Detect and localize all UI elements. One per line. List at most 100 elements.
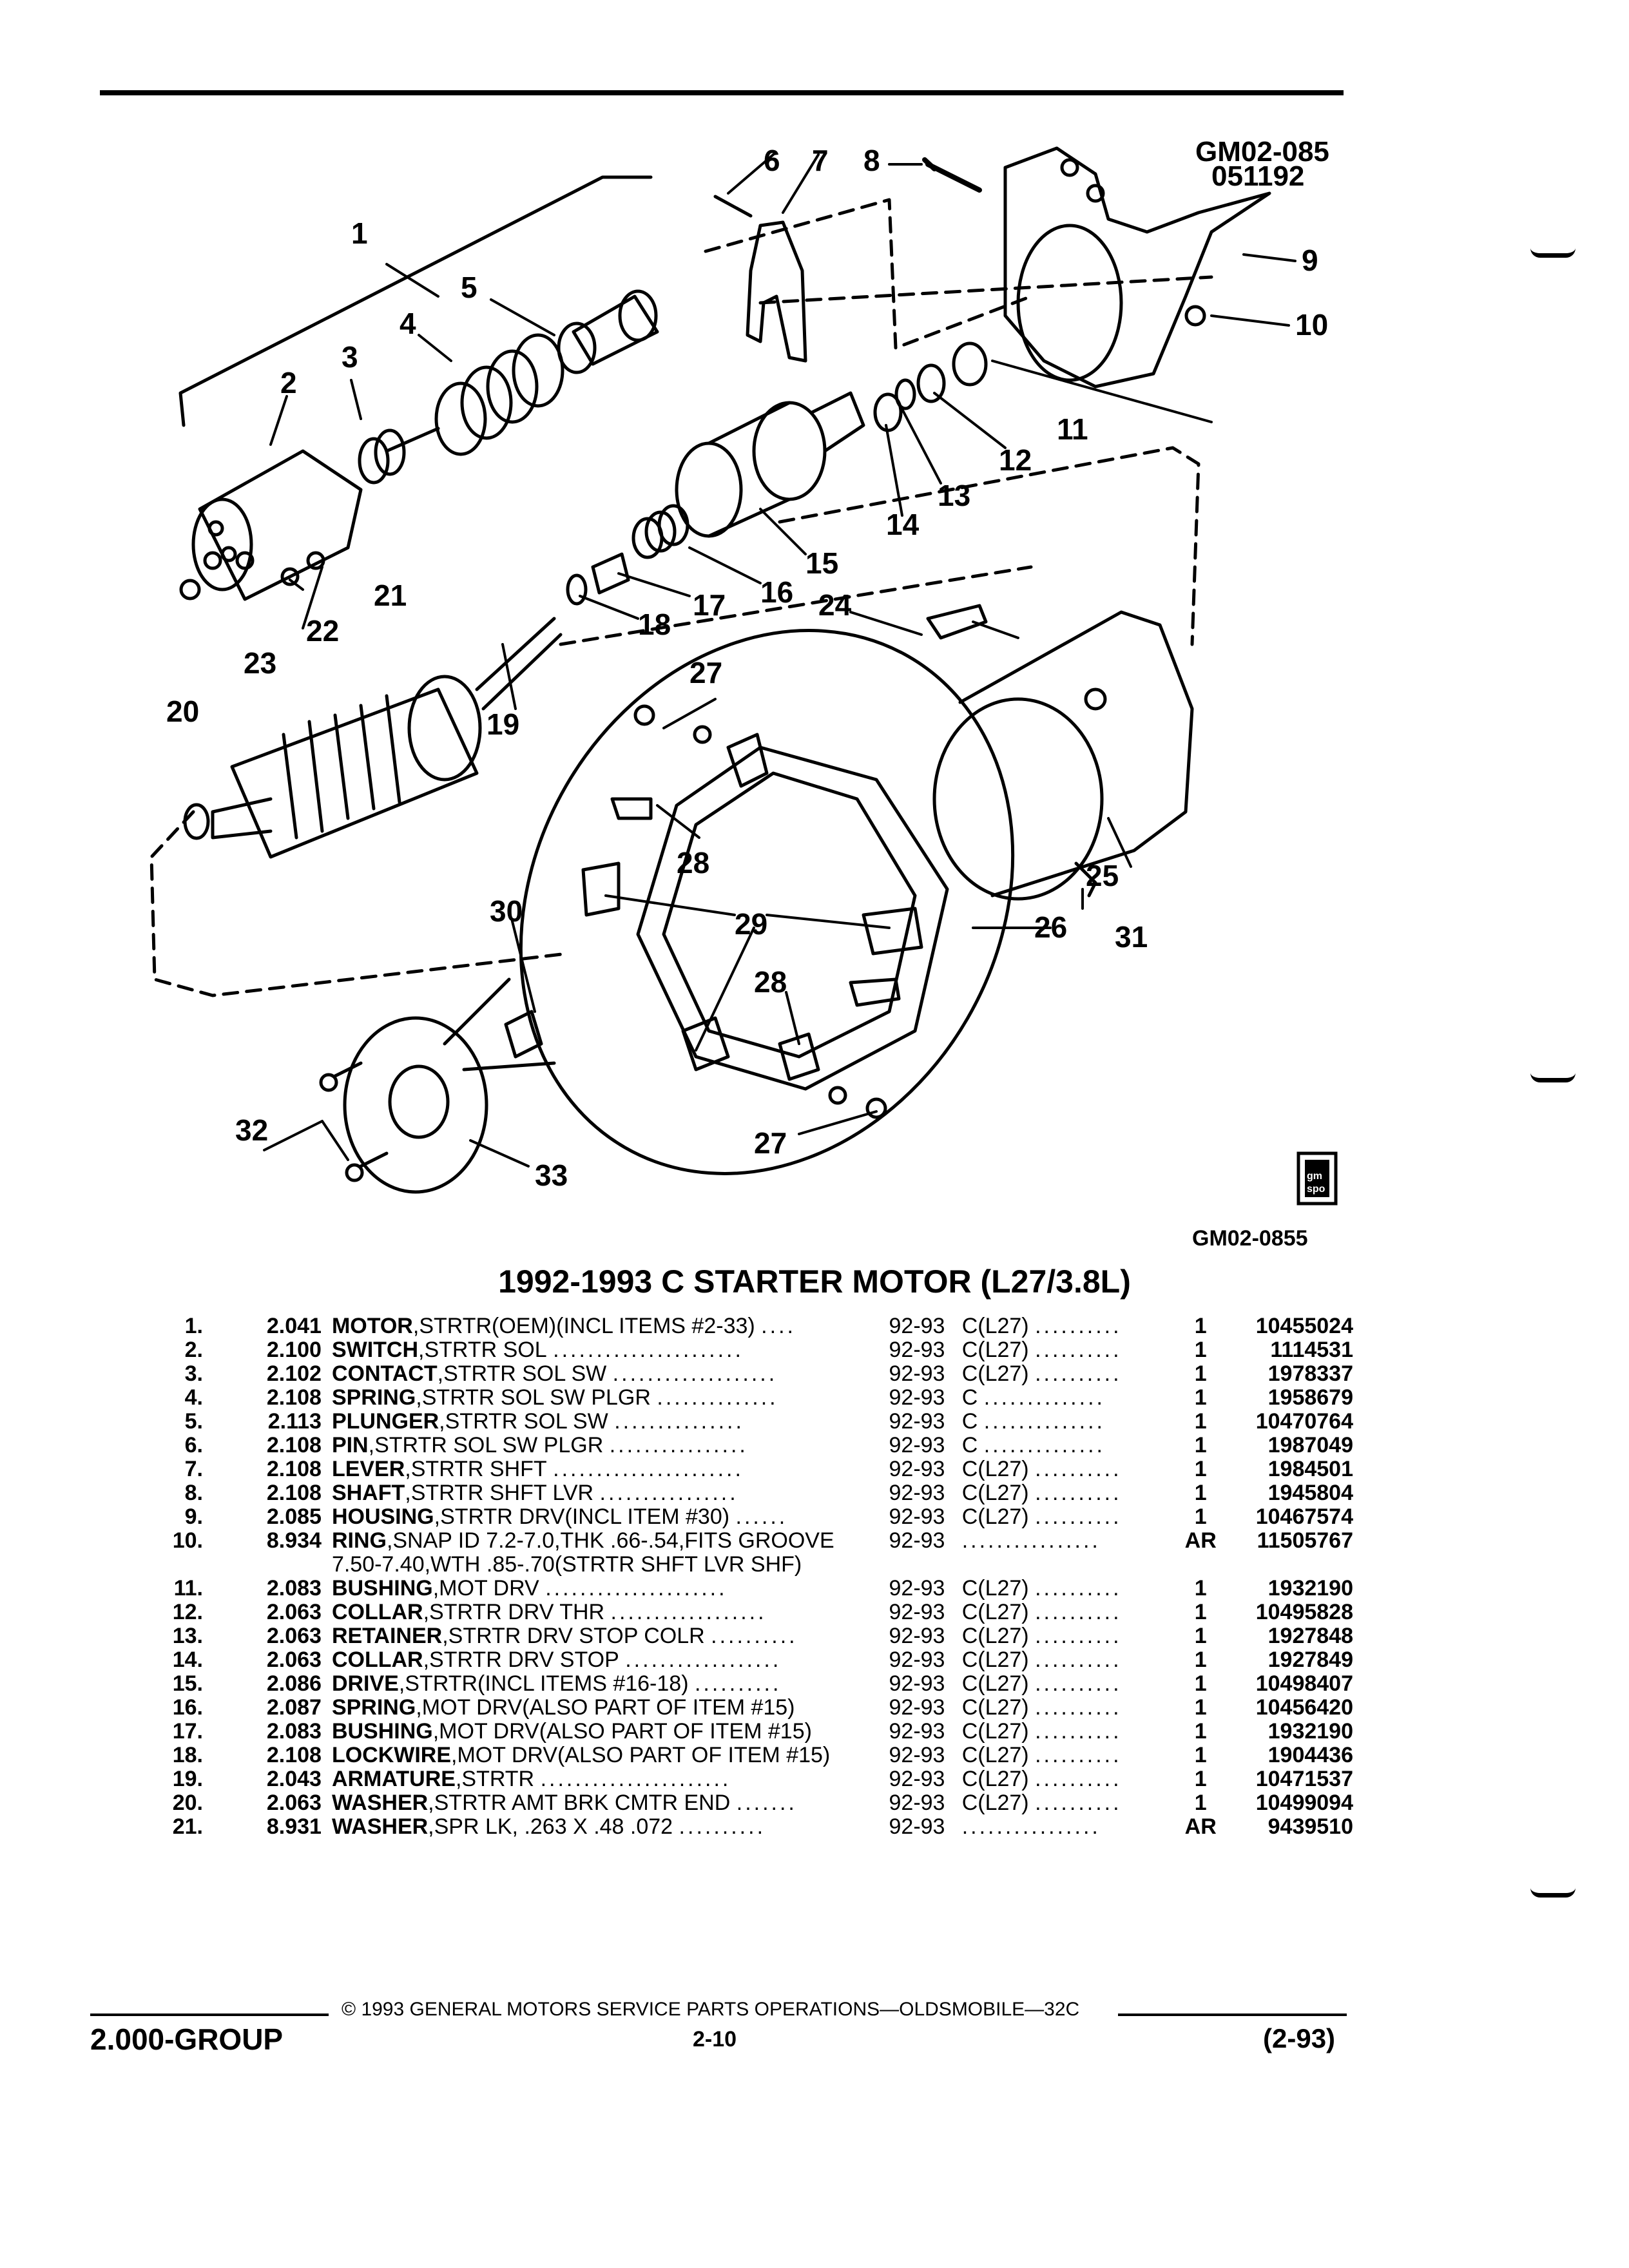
part-item-number: 19. [172,1767,203,1791]
callout-31: 31 [1115,920,1148,954]
leader-dots: ...................... [553,1338,744,1362]
part-model: C(L27) .......... [962,1600,1181,1624]
through-bolt-lower [359,1151,389,1168]
part-quantity: 1 [1194,1504,1207,1529]
part-item-number: 6. [184,1433,203,1457]
brush-clip-right [862,907,923,956]
part-model: C(L27) .......... [962,1672,1181,1696]
assembly-guide-top [178,175,653,427]
callout-28-lower: 28 [754,965,787,999]
part-desc-text: ,STRTR SOL [418,1338,547,1362]
leader-dots: ...................... [540,1767,731,1791]
part-model-text: C(L27) [961,1743,1029,1767]
part-quantity: 1 [1194,1385,1207,1410]
part-desc-text: ,STRTR SHFT LVR [405,1481,594,1505]
starter-drive-part [675,391,865,538]
callout-13: 13 [938,479,970,512]
footer-revision: (2-93) [1263,2023,1336,2053]
top-rule [100,90,1344,95]
part-description: SHAFT,STRTR SHFT LVR ................ [332,1481,889,1505]
part-item-number: 18. [172,1743,203,1767]
part-description: PLUNGER,STRTR SOL SW ............... [332,1410,889,1434]
part-model-text: C(L27) [961,1600,1029,1624]
part-group-code: 2.108 [266,1385,322,1410]
part-number: 1932190 [1268,1719,1353,1744]
commutator-end-frame-part [343,977,556,1194]
svg-text:gm: gm [1307,1171,1322,1182]
part-quantity: AR [1184,1528,1217,1553]
part-quantity: 1 [1194,1338,1207,1362]
part-quantity: 1 [1194,1576,1207,1600]
part-quantity: 1 [1194,1719,1207,1744]
part-number: 1978337 [1268,1361,1353,1386]
leader-dots: ................ [961,1814,1101,1839]
part-item-number: 3. [184,1361,203,1386]
assembly-guide-dash-3 [778,446,1200,646]
part-name: RING [331,1528,387,1553]
part-description: BUSHING,MOT DRV(ALSO PART OF ITEM #15) [332,1720,889,1744]
part-model: C(L27) .......... [962,1648,1181,1672]
part-number: 1945804 [1268,1481,1353,1505]
part-group-code: 2.108 [266,1457,322,1481]
part-name: RETAINER [331,1624,443,1648]
part-group-code: 2.063 [266,1600,322,1624]
part-years: 92-93 [889,1624,945,1648]
footer-rule-left [90,2013,329,2016]
part-years: 92-93 [889,1314,945,1338]
part-description: HOUSING,STRTR DRV(INCL ITEM #30) ...... [332,1505,889,1529]
page-title: 1992-1993 C STARTER MOTOR (L27/3.8L) [498,1264,1131,1300]
part-group-code: 2.083 [266,1576,322,1600]
callout-25: 25 [1086,859,1119,892]
leader-dots: .......... [1035,1457,1122,1481]
leader-dots: ................... [612,1361,778,1386]
thrust-collar-part [916,363,946,403]
part-group-code: 2.108 [266,1481,322,1505]
callout-10: 10 [1295,308,1328,341]
part-group-code: 2.100 [266,1338,322,1362]
part-number: 10499094 [1255,1791,1353,1815]
snap-ring-part [1184,305,1206,327]
callout-15: 15 [805,546,838,580]
part-model: C .............. [962,1434,1181,1457]
part-name: PLUNGER [331,1409,439,1434]
brush-screw-lower-2 [828,1086,847,1105]
part-group-code: 8.934 [266,1528,322,1553]
part-group-code: 2.108 [266,1433,322,1457]
part-number: 10467574 [1255,1504,1353,1529]
part-quantity: 1 [1194,1695,1207,1720]
part-model-text: C(L27) [961,1791,1029,1815]
part-quantity: 1 [1194,1624,1207,1648]
part-model-text: C(L27) [961,1314,1029,1338]
end-frame-bushing-part [504,1010,543,1059]
part-years: 92-93 [889,1671,945,1696]
part-group-code: 2.113 [267,1409,322,1434]
part-desc-text: ,STRTR AMT BRK CMTR END [428,1791,731,1815]
brush-part-lower [778,1032,820,1081]
part-number: 1927848 [1268,1624,1353,1648]
callout-27-lower: 27 [754,1126,787,1160]
part-model: C(L27) .......... [962,1624,1181,1648]
part-desc-text: ,MOT DRV(ALSO PART OF ITEM #15) [432,1719,812,1744]
part-model: C(L27) .......... [962,1481,1181,1505]
terminal-clip-part [1074,861,1097,898]
callout-11: 11 [1057,412,1088,446]
part-model: C(L27) .......... [962,1767,1181,1791]
callout-30: 30 [490,894,523,928]
part-description: LOCKWIRE,MOT DRV(ALSO PART OF ITEM #15) [332,1744,889,1767]
part-years: 92-93 [889,1767,945,1791]
part-description: MOTOR,STRTR(OEM)(INCL ITEMS #2-33) .... [332,1314,889,1338]
lock-washer-part [306,551,325,570]
part-model: ................ [962,1815,1181,1839]
leader-dots: .......... [711,1624,798,1648]
part-name: BUSHING [331,1576,433,1600]
part-years: 92-93 [889,1504,945,1529]
leader-dots: .............. [983,1385,1105,1410]
part-name: COLLAR [331,1600,423,1624]
part-group-code: 2.063 [266,1648,322,1672]
part-item-number: 13. [172,1624,203,1648]
